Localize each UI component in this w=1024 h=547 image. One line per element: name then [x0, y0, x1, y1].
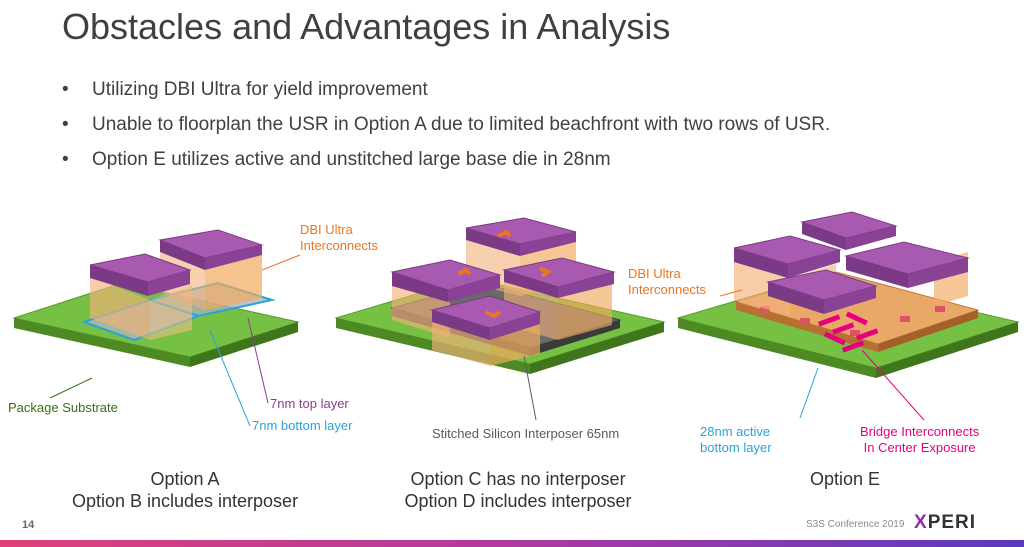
dbi-ultra-volume: [90, 276, 150, 340]
base-die-pad: [800, 318, 810, 324]
package-substrate-side: [14, 318, 190, 367]
bridge-bar: [823, 331, 846, 346]
top-die: [432, 310, 490, 340]
leader-line: [209, 329, 251, 427]
option-c-diagram: [334, 217, 666, 421]
caption-option-e: Option E: [809, 469, 881, 489]
dbi-ultra-label: DBI Ultra Interconnects: [628, 266, 707, 297]
leader-line: [247, 317, 269, 404]
base-die-pad: [935, 306, 945, 312]
dbi-ultra-volume: [734, 262, 790, 316]
top-die: [788, 250, 840, 278]
bridge-mark: [457, 267, 472, 276]
bullet-text: Utilizing DBI Ultra for yield improvemen…: [92, 79, 428, 100]
package-substrate-side: [678, 318, 876, 378]
active-28nm-label: 28nm active bottom layer: [700, 424, 772, 455]
top-die: [558, 272, 614, 298]
top-die-7nm: [148, 270, 190, 296]
bridge-bar: [831, 322, 855, 335]
bullet-text: Unable to floorplan the USR in Option A …: [92, 114, 831, 135]
slide-title: Obstacles and Advantages in Analysis: [62, 6, 671, 47]
bullet-item: • Option E utilizes active and unstitched…: [62, 146, 830, 181]
bullet-dot: •: [62, 114, 69, 135]
footer-gradient-bar: [0, 540, 1024, 547]
leader-line: [49, 377, 93, 399]
leader-line: [719, 289, 743, 297]
top-layer-7nm-label: 7nm top layer: [270, 396, 349, 411]
option-e-diagram: [676, 211, 1020, 421]
top-die: [466, 228, 520, 256]
bullet-text: Option E utilizes active and unstitched …: [92, 149, 611, 170]
leader-line: [261, 254, 301, 271]
package-substrate-label: Package Substrate: [8, 400, 118, 415]
top-die-7nm: [205, 245, 262, 270]
bridge-mark: [485, 310, 502, 319]
bridge-mark: [539, 266, 552, 278]
dbi-ultra-label: DBI Ultra Interconnects: [300, 222, 379, 253]
leader-line: [861, 349, 925, 421]
top-die: [802, 222, 846, 250]
top-die-7nm: [160, 240, 205, 270]
dbi-ultra-volume: [432, 320, 490, 366]
base-die-28nm: [878, 310, 978, 352]
dbi-ultra-volume: [205, 255, 262, 310]
bridge-bar: [855, 328, 879, 341]
top-die: [448, 275, 500, 302]
dbi-ultra-volume: [558, 283, 612, 340]
top-die: [824, 286, 876, 314]
top-die: [734, 248, 788, 278]
option-a-diagram: [12, 229, 301, 427]
xperi-logo: XPERI: [914, 512, 976, 534]
bridge-bar: [817, 314, 841, 327]
leader-line: [799, 367, 819, 419]
bridge-bar: [845, 311, 868, 326]
bridge-interconnects: [817, 311, 879, 353]
bullet-list: • Utilizing DBI Ultra for yield improveme…: [62, 76, 830, 181]
package-substrate-side: [876, 322, 1018, 378]
bridge-mark: [497, 229, 512, 238]
top-die: [504, 270, 558, 298]
top-die: [520, 232, 576, 256]
package-substrate-side: [190, 322, 298, 367]
top-die: [768, 282, 824, 314]
base-die-pad: [850, 330, 860, 336]
top-die: [392, 272, 448, 302]
top-die: [490, 312, 540, 340]
bullet-dot: •: [62, 149, 69, 170]
package-substrate-side: [530, 322, 664, 374]
leader-line: [523, 355, 537, 421]
bullet-item: • Unable to floorplan the USR in Option A…: [62, 111, 830, 146]
stitched-interposer-label: Stitched Silicon Interposer 65nm: [432, 426, 620, 441]
top-die-7nm: [90, 265, 148, 296]
bullet-dot: •: [62, 79, 69, 100]
logo-text: PERI: [927, 512, 977, 533]
bridge-interconnects-label: Bridge Interconnects In Center Exposure: [860, 424, 980, 455]
logo-mark: X: [914, 512, 928, 533]
conference-label: S3S Conference 2019: [806, 519, 905, 530]
top-die: [908, 258, 968, 288]
caption-option-a: Option A Option B includes interposer: [71, 469, 299, 511]
top-die: [846, 226, 896, 250]
bridge-bar: [841, 340, 865, 353]
top-die: [846, 256, 908, 288]
base-die-pad: [900, 316, 910, 322]
base-die-pad: [760, 306, 770, 312]
caption-option-c: Option C has no interposer Option D incl…: [404, 469, 632, 511]
bottom-layer-7nm-label: 7nm bottom layer: [252, 418, 353, 433]
bullet-item: • Utilizing DBI Ultra for yield improveme…: [62, 76, 830, 111]
page-number: 14: [22, 519, 35, 531]
